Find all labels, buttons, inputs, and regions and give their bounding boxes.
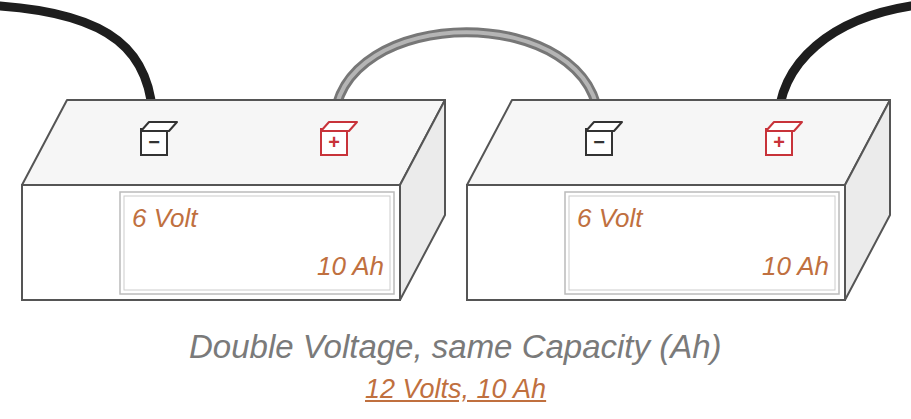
voltage-label: 6 Volt [577,204,643,233]
capacity-label: 10 Ah [317,252,384,281]
terminal-top-face [321,122,357,131]
battery-side [400,100,445,300]
terminal-symbol: − [587,130,611,154]
terminal-top [320,120,360,132]
label-panel [565,192,839,294]
terminal-top [140,120,180,132]
terminal-symbol: + [322,130,346,154]
terminal-symbol: + [767,130,791,154]
terminal-top-face [141,122,177,131]
voltage-label: 6 Volt [132,204,198,233]
battery-box: 6 Volt 10 Ah − + [465,80,895,305]
battery-terminal: − [585,128,613,156]
battery-top [22,100,445,185]
label-panel-inner [569,196,835,290]
terminal-top-face [766,122,802,131]
caption-text: Double Voltage, same Capacity (Ah) [189,328,722,366]
terminal-top [765,120,805,132]
capacity-label: 10 Ah [762,252,829,281]
label-panel [120,192,394,294]
battery-terminal: − [140,128,168,156]
battery-outline [20,80,450,305]
battery-side [845,100,890,300]
battery-top [467,100,890,185]
battery-box: 6 Volt 10 Ah − + [20,80,450,305]
result-text: 12 Volts, 10 Ah [365,374,546,405]
terminal-top-face [586,122,622,131]
battery-front [467,185,845,300]
terminal-top [585,120,625,132]
battery-terminal: + [320,128,348,156]
terminal-symbol: − [142,130,166,154]
battery-front [22,185,400,300]
battery-terminal: + [765,128,793,156]
label-panel-inner [124,196,390,290]
battery-outline [465,80,895,305]
